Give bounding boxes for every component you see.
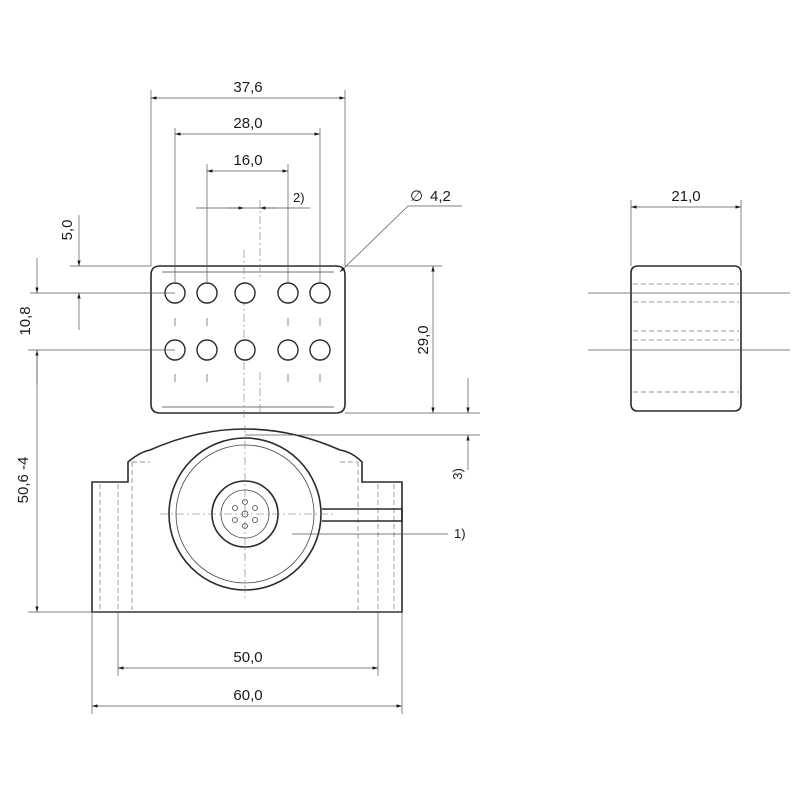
dim-label: 50,0 bbox=[233, 649, 262, 666]
dim-label: 50,6 -4 bbox=[15, 457, 32, 504]
hole bbox=[277, 339, 299, 361]
hole bbox=[309, 282, 331, 304]
dim-hole-span-inner: 16,0 bbox=[206, 152, 289, 283]
dim-base-outer: 60,0 bbox=[91, 612, 403, 714]
dim-label: 21,0 bbox=[671, 188, 700, 205]
dim-width-total: 37,6 bbox=[150, 79, 346, 266]
dim-side-width: 21,0 bbox=[630, 188, 742, 266]
diameter-symbol: ∅ bbox=[410, 188, 423, 205]
side-view bbox=[588, 265, 790, 412]
hole-row-bottom bbox=[164, 339, 331, 361]
hole bbox=[196, 282, 218, 304]
dim-label: 4,2 bbox=[430, 188, 451, 205]
dim-base-height: 50,6 -4 bbox=[15, 350, 92, 613]
terminal-block-front bbox=[150, 200, 346, 420]
dim-label: 29,0 bbox=[415, 325, 432, 354]
hole-centermarks bbox=[174, 318, 321, 382]
dim-hole-span-outer: 28,0 bbox=[174, 115, 321, 283]
dim-block-height: 29,0 bbox=[345, 265, 480, 414]
note-label: 3) bbox=[450, 468, 465, 480]
hole bbox=[234, 282, 256, 304]
dim-label: 10,8 bbox=[17, 306, 34, 335]
dim-label: 37,6 bbox=[233, 79, 262, 96]
note-label: 1) bbox=[454, 526, 466, 541]
note-label: 2) bbox=[293, 190, 305, 205]
hole bbox=[234, 339, 256, 361]
hole bbox=[277, 282, 299, 304]
dim-hole-diameter: ∅ 4,2 bbox=[339, 188, 462, 273]
dim-gap-note: 3) bbox=[245, 378, 480, 480]
dim-hole-note: 2) bbox=[196, 190, 310, 210]
dim-base-inner: 50,0 bbox=[117, 612, 379, 676]
dim-label: 28,0 bbox=[233, 115, 262, 132]
connector bbox=[160, 425, 403, 600]
dim-connector-note: 1) bbox=[292, 526, 466, 541]
dim-top-offset: 5,0 bbox=[59, 215, 175, 330]
hole bbox=[309, 339, 331, 361]
hole-row-top bbox=[164, 282, 331, 304]
base-housing bbox=[91, 428, 403, 613]
hole bbox=[196, 339, 218, 361]
dim-label: 60,0 bbox=[233, 687, 262, 704]
dim-label: 5,0 bbox=[59, 220, 76, 241]
dim-label: 16,0 bbox=[233, 152, 262, 169]
